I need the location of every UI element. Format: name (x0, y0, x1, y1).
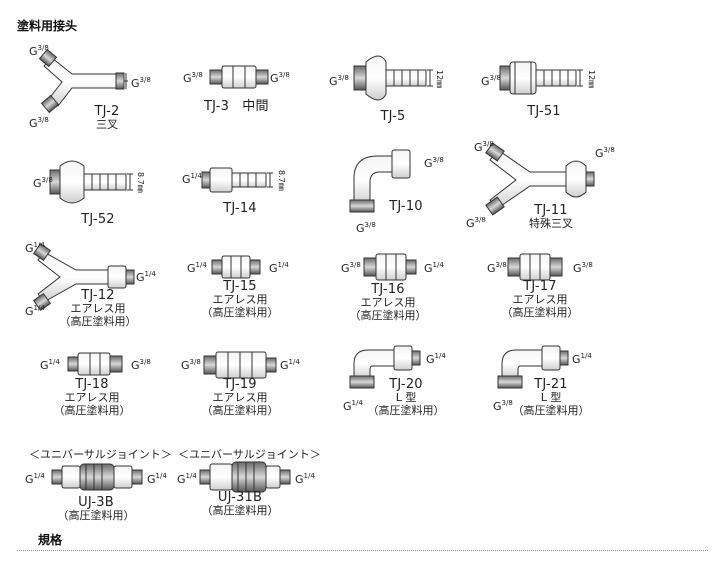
uj3b-label: UJ-3B （高圧塗料用） (57, 495, 135, 523)
thread-label: G3/8 (29, 116, 49, 130)
thread-label: G3/8 (329, 74, 349, 88)
dimension-label: 8.7㎜ (277, 170, 286, 191)
tj11-label: TJ-11 特殊三叉 (529, 203, 573, 231)
divider (17, 550, 708, 551)
universal-joint-header: ＜ユニバーサルジョイント＞ (178, 448, 321, 461)
thread-label: G3/8 (493, 399, 513, 413)
tj2-drawing (38, 48, 128, 114)
thread-label: G1/4 (295, 472, 315, 486)
tj18-label: TJ-18 エアレス用 （高圧塗料用） (53, 377, 131, 418)
tj2-label: TJ-2 三叉 (94, 104, 120, 132)
tj21-drawing (497, 345, 569, 389)
tj16-drawing (363, 253, 417, 281)
universal-joint-header: ＜ユニバーサルジョイント＞ (29, 448, 172, 461)
uj31b-drawing (199, 461, 291, 493)
dimension-label: 8.7㎜ (136, 172, 145, 193)
thread-label: G1/4 (25, 472, 45, 486)
thread-label: G3/8 (356, 221, 376, 235)
thread-label: G1/4 (424, 261, 444, 275)
tj19-drawing (203, 351, 277, 379)
tj16-label: TJ-16 エアレス用 （高圧塗料用） (349, 282, 427, 323)
thread-label: G1/4 (269, 261, 289, 275)
thread-label: G3/8 (181, 358, 201, 372)
tj5-label: TJ-5 (380, 109, 406, 124)
thread-label: G3/8 (270, 71, 290, 85)
thread-label: G3/8 (33, 176, 53, 190)
uj31b-label: UJ-31B （高圧塗料用） (201, 490, 279, 518)
tj18-drawing (67, 352, 123, 376)
thread-label: G1/4 (187, 261, 207, 275)
thread-label: G1/4 (426, 352, 446, 366)
tj14-drawing (201, 167, 273, 193)
thread-label: G1/4 (40, 358, 60, 372)
thread-label: G3/8 (573, 261, 593, 275)
thread-label: G1/4 (343, 399, 363, 413)
tj12-label: TJ-12 エアレス用 （高圧塗料用） (59, 288, 137, 329)
thread-label: G3/8 (595, 146, 615, 160)
uj3b-drawing (51, 463, 143, 491)
tj10-drawing (349, 149, 411, 213)
thread-label: G1/4 (572, 352, 592, 366)
thread-label: G3/8 (424, 156, 444, 170)
tj14-label: TJ-14 (223, 201, 257, 216)
tj19-label: TJ-19 エアレス用 （高圧塗料用） (201, 377, 279, 418)
thread-label: G1/4 (147, 472, 167, 486)
dimension-label: 12㎜ (435, 70, 444, 89)
thread-label: G3/8 (341, 261, 361, 275)
tj51-label: TJ-51 (527, 104, 561, 119)
thread-label: G3/8 (131, 358, 151, 372)
tj52-label: TJ-52 (81, 212, 115, 227)
tj20-label: TJ-20 L 型 （高圧塗料用） (367, 377, 445, 418)
thread-label: G3/8 (487, 261, 507, 275)
tj17-drawing (507, 253, 563, 281)
thread-label: G3/8 (183, 71, 203, 85)
thread-label: G3/8 (481, 74, 501, 88)
tj3-label: TJ-3 中間 (204, 99, 269, 114)
tj5-drawing (353, 55, 433, 101)
tj17-label: TJ-17 エアレス用 （高圧塗料用） (501, 279, 579, 320)
tj20-drawing (349, 345, 421, 389)
tj11-drawing (485, 142, 595, 216)
dimension-label: 12㎜ (587, 70, 596, 89)
thread-label: G1/4 (177, 472, 197, 486)
thread-label: G3/8 (474, 140, 494, 154)
spec-heading: 規格 (38, 533, 63, 547)
thread-label: G1/4 (136, 270, 156, 284)
thread-label: G1/4 (25, 241, 45, 255)
tj12-drawing (32, 242, 135, 312)
thread-label: G1/4 (280, 358, 300, 372)
tj15-drawing (211, 255, 261, 279)
thread-label: G1/4 (182, 172, 202, 186)
page-title: 塗料用接头 (17, 19, 78, 33)
tj3-drawing (209, 65, 269, 89)
tj51-drawing (499, 61, 583, 95)
tj52-drawing (49, 160, 133, 204)
tj15-label: TJ-15 エアレス用 （高圧塗料用） (201, 279, 279, 320)
tj21-label: TJ-21 L 型 （高圧塗料用） (512, 377, 590, 418)
thread-label: G3/8 (131, 76, 151, 90)
thread-label: G1/4 (25, 304, 45, 318)
thread-label: G3/8 (466, 216, 486, 230)
thread-label: G3/8 (29, 44, 49, 58)
tj10-label: TJ-10 (389, 199, 423, 214)
